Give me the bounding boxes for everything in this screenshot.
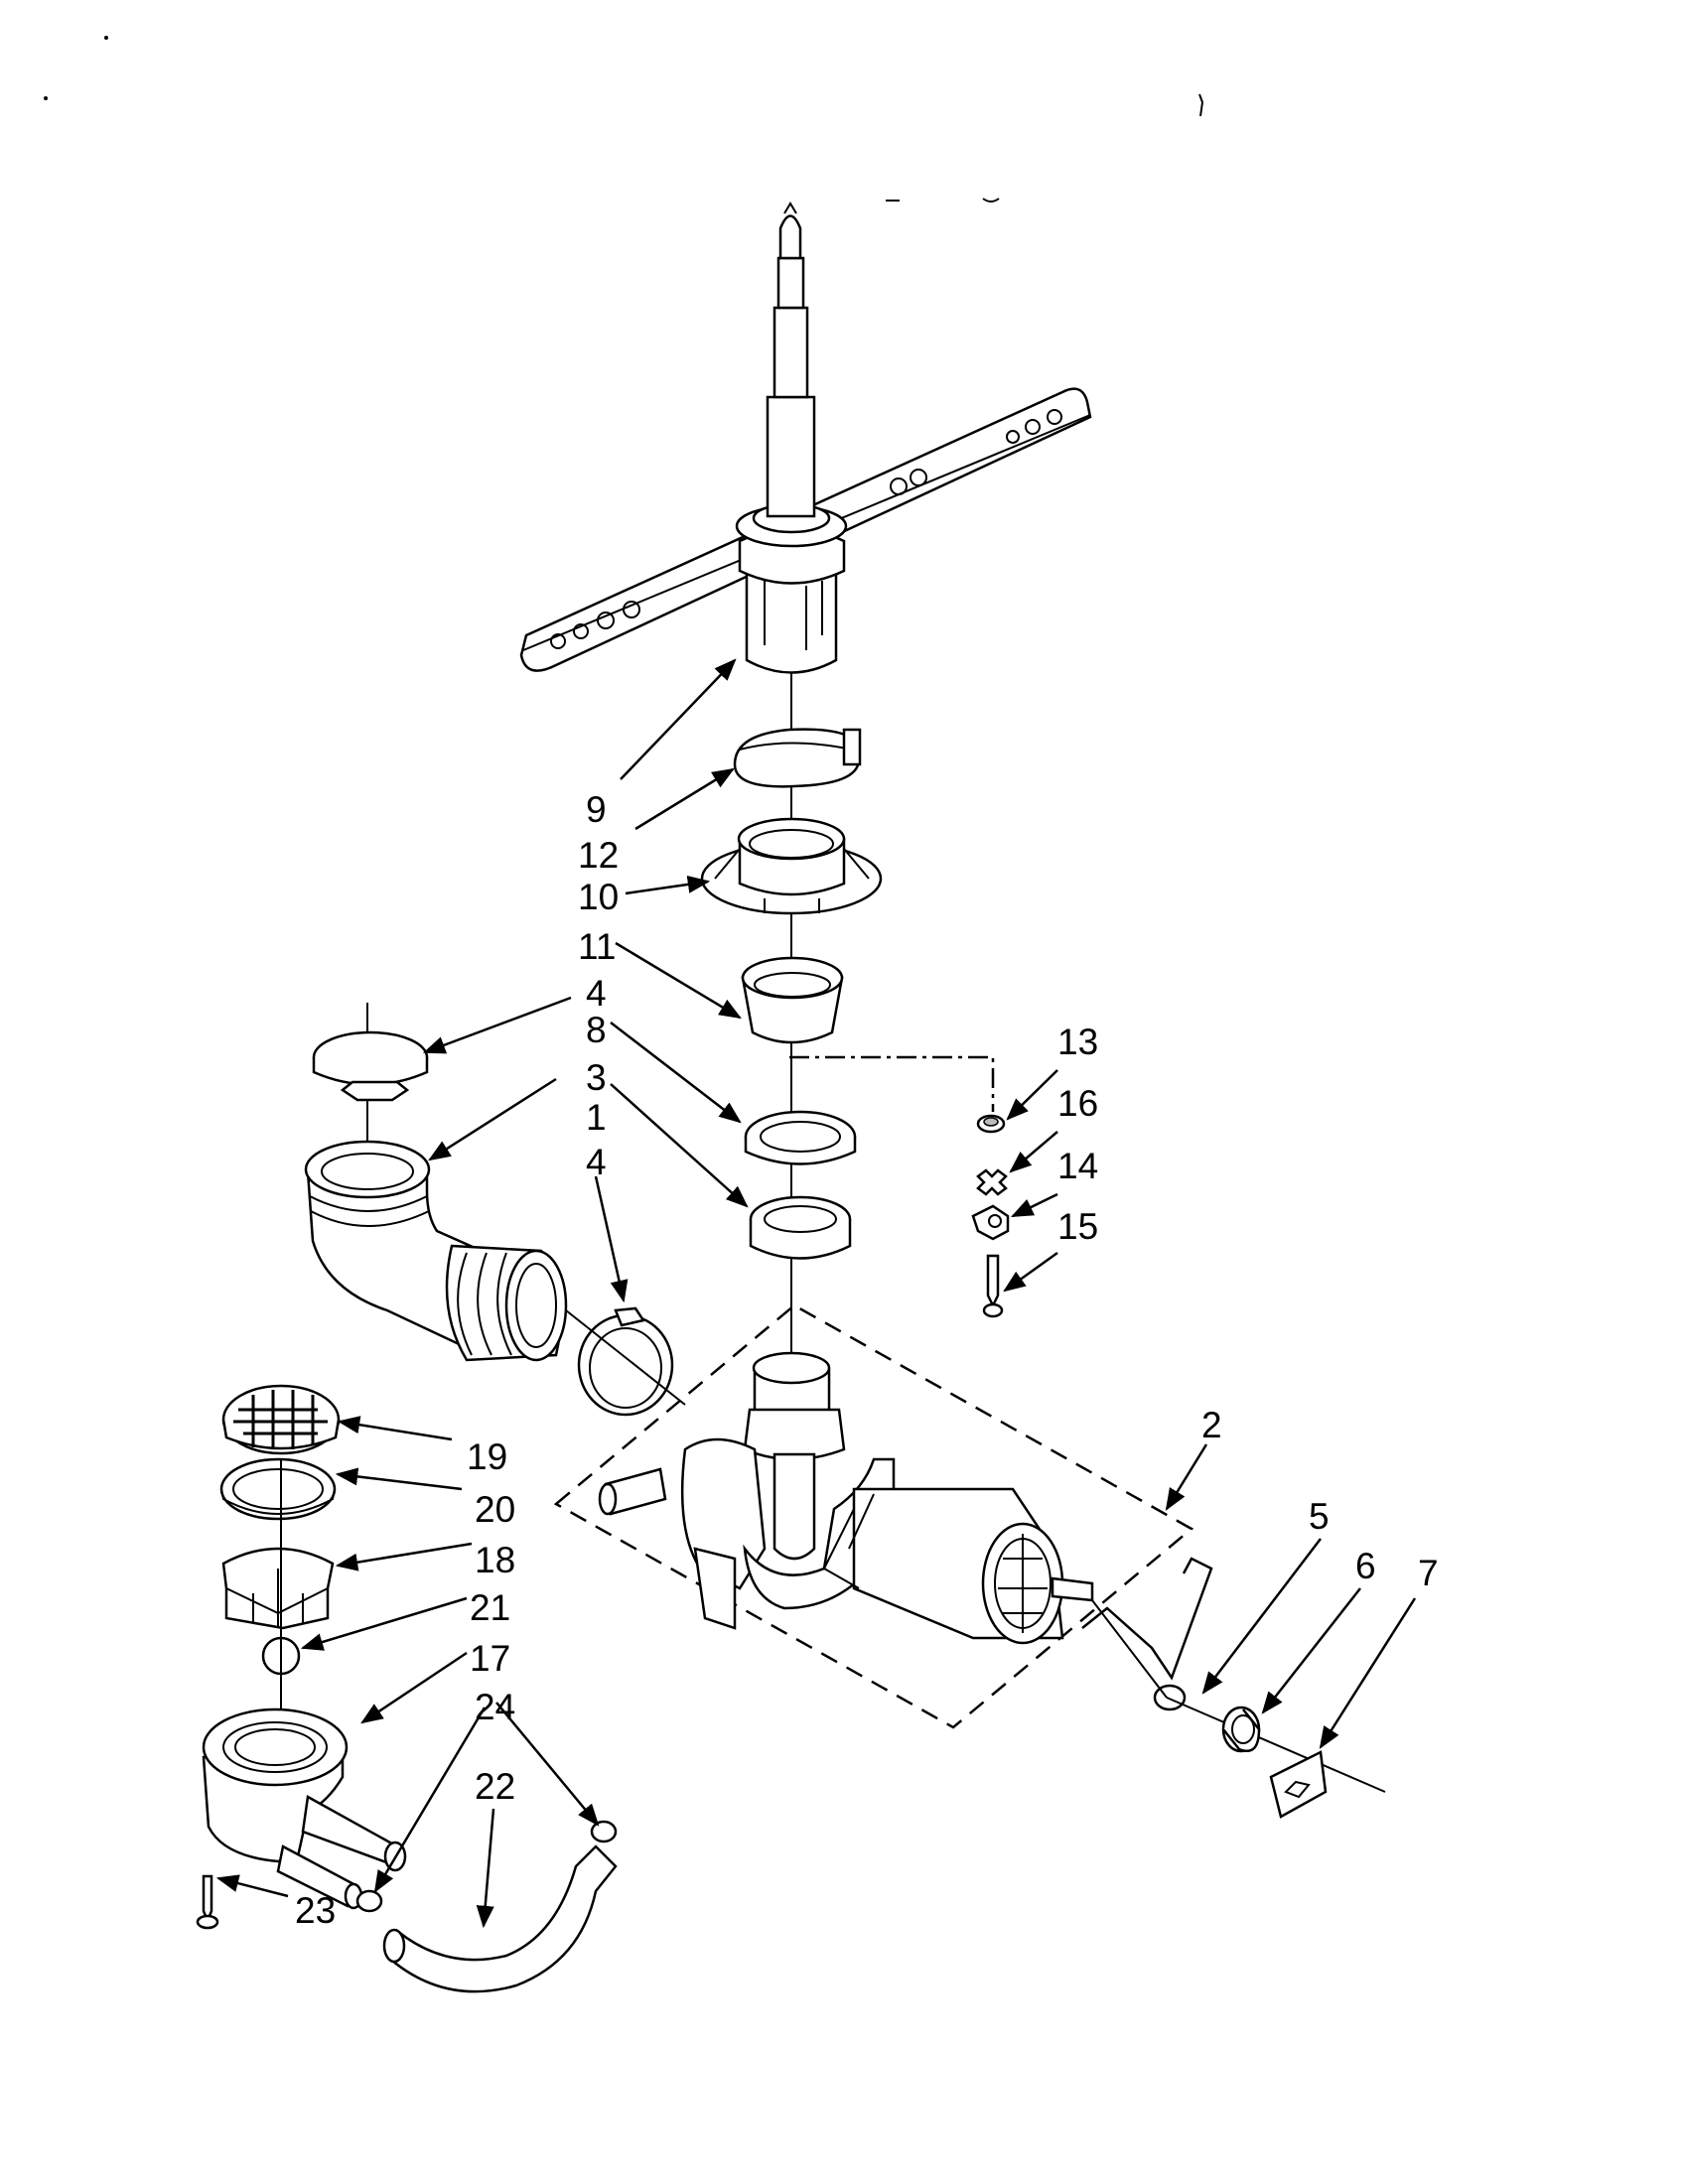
callout-14: 14 <box>1057 1146 1098 1186</box>
part-3-elbow-hose <box>304 1140 568 1362</box>
part-6-bushing <box>1221 1706 1261 1753</box>
callout-7: 7 <box>1418 1553 1439 1593</box>
callout-21: 21 <box>470 1587 510 1628</box>
callout-6: 6 <box>1355 1546 1376 1586</box>
part-23-screw <box>196 1874 219 1930</box>
part-17-sump <box>202 1459 407 1910</box>
part-11-bushing <box>741 956 844 1044</box>
part-5-spring <box>1081 1557 1386 1793</box>
callout-23: 23 <box>295 1890 336 1931</box>
callout-4-upper: 4 <box>586 973 607 1014</box>
part-12-clip-ring <box>733 728 862 788</box>
callout-17: 17 <box>470 1638 510 1679</box>
part-7-plate <box>1269 1750 1328 1819</box>
leader-lines <box>215 658 1417 1929</box>
callout-19: 19 <box>467 1436 507 1477</box>
part-1-seal <box>749 1195 852 1260</box>
callout-3: 3 <box>586 1057 607 1098</box>
callout-5: 5 <box>1309 1496 1330 1537</box>
callout-15: 15 <box>1057 1206 1098 1247</box>
part-4-upper-clamp <box>312 1003 429 1157</box>
part-20-ring <box>219 1457 337 1521</box>
part-19-grid-cap <box>221 1384 341 1455</box>
part-8-ring <box>744 1110 857 1165</box>
part-4-lower-clamp <box>565 1306 686 1417</box>
callout-4-lower: 4 <box>586 1142 607 1182</box>
callout-1: 1 <box>586 1097 607 1138</box>
callout-18: 18 <box>475 1540 515 1580</box>
callout-13: 13 <box>1057 1022 1098 1062</box>
callout-8: 8 <box>586 1010 607 1050</box>
scan-marks <box>44 36 1204 203</box>
callout-11: 11 <box>578 926 616 967</box>
callout-10: 10 <box>578 877 619 917</box>
part-18-cone-filter <box>221 1547 335 1630</box>
part-2-pump-motor <box>553 1303 1194 1729</box>
callout-9: 9 <box>586 789 607 830</box>
callout-12: 12 <box>578 835 619 876</box>
callout-22: 22 <box>475 1766 515 1807</box>
hardware-stack <box>789 1055 1010 1318</box>
part-10-flange-nut <box>700 817 883 915</box>
callout-16: 16 <box>1057 1083 1098 1124</box>
callout-2: 2 <box>1201 1405 1222 1445</box>
part-24-clamps <box>355 1820 618 1913</box>
callout-20: 20 <box>475 1489 515 1530</box>
part-9-spray-arm <box>519 202 1092 674</box>
callout-24: 24 <box>475 1687 515 1727</box>
callout-labels: 9 12 10 11 4 8 3 1 4 13 16 14 15 2 5 6 7… <box>295 789 1439 1931</box>
part-22-hose <box>382 1844 618 1993</box>
